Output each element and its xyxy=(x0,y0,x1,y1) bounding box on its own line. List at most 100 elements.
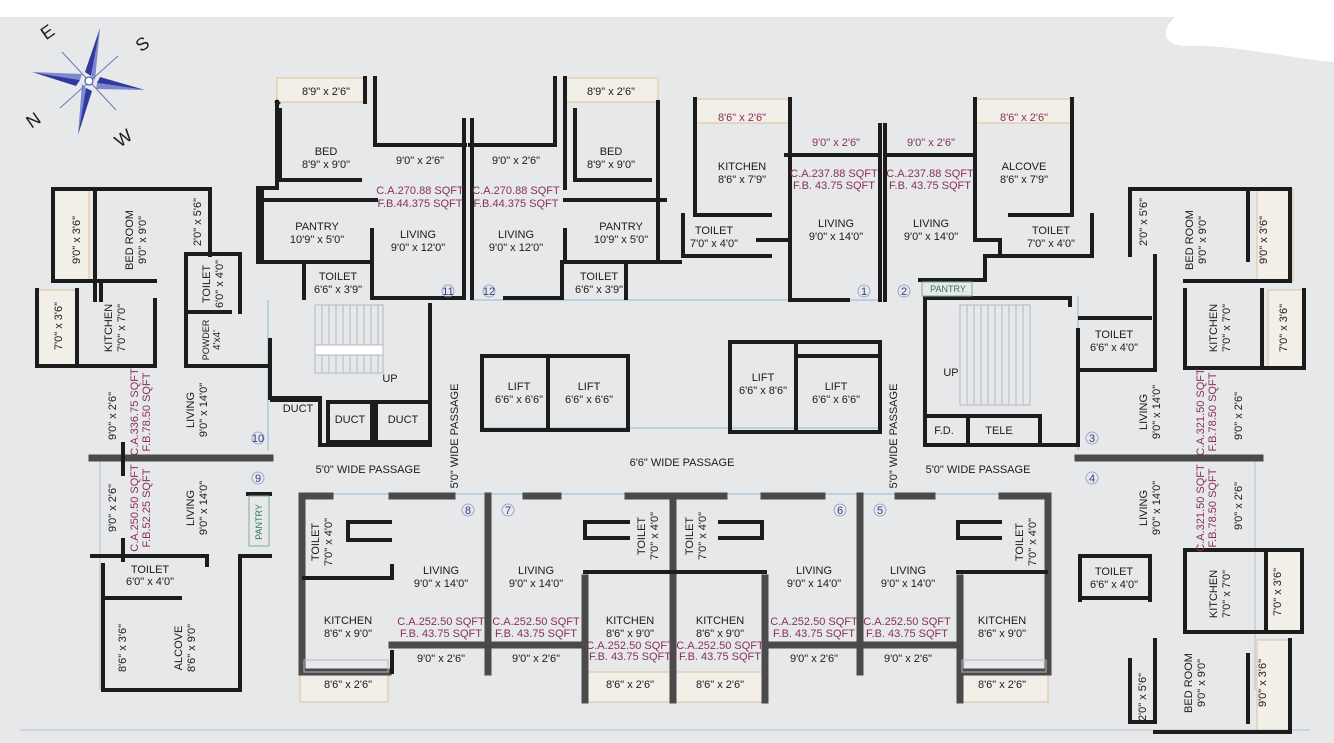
area-carpet-2: C.A.237.88 SQFT xyxy=(886,168,974,180)
label-toilet-11-dim: 6'6" x 3'9" xyxy=(314,284,362,296)
label-balcony-lw5: 9'0" x 2'6" xyxy=(107,484,119,532)
area-carpet-4: C.A.321.50 SQFT xyxy=(1195,464,1207,552)
area-carpet-11: C.A.270.88 SQFT xyxy=(376,185,464,197)
label-pantry-right: PANTRY xyxy=(930,284,966,294)
label-kitchen-6-dim: 8'6" x 9'0" xyxy=(696,628,744,640)
unit-number-4: 4 xyxy=(1089,473,1095,485)
label-living-2: LIVING xyxy=(913,218,949,230)
area-balcony-6b: F.B. 43.75 SQFT xyxy=(679,651,761,663)
unit-number-12: 12 xyxy=(483,286,495,298)
label-living-6: LIVING xyxy=(796,565,832,577)
label-alcove-9: ALCOVE xyxy=(173,626,185,671)
label-balcony-2: 9'0" x 2'6" xyxy=(907,137,955,149)
label-living-2-dim: 9'0" x 14'0" xyxy=(904,231,958,243)
label-living-1-dim: 9'0" x 14'0" xyxy=(809,231,863,243)
label-living-5: LIVING xyxy=(890,565,926,577)
label-toilet-8: TOILET xyxy=(310,523,322,562)
walls-flat-1 xyxy=(681,97,882,302)
label-passage-vertical-right: 5'0" WIDE PASSAGE xyxy=(888,384,900,489)
area-carpet-5: C.A.252.50 SQFT xyxy=(863,616,951,628)
label-balcony-rw5: 9'0" x 2'6" xyxy=(1233,482,1245,530)
label-balcony-5b: 8'6" x 2'6" xyxy=(978,679,1026,691)
area-balcony-4: F.B.78.50 SQFT xyxy=(1207,468,1219,547)
label-living-6-dim: 9'0" x 14'0" xyxy=(787,578,841,590)
area-carpet-7: C.A.252.50 SQFT xyxy=(492,616,580,628)
walls-flat-2 xyxy=(883,97,1094,302)
area-carpet-7b: C.A.252.50 SQFT xyxy=(586,640,674,652)
area-carpet-8: C.A.252.50 SQFT xyxy=(397,616,485,628)
label-kitchen-left: KITCHEN xyxy=(103,304,115,352)
label-bed-a: BED xyxy=(315,146,338,158)
unit-number-3: 3 xyxy=(1089,433,1095,445)
label-toilet-8-dim: 7'0" x 4'0" xyxy=(323,518,335,566)
area-balcony-7b: F.B. 43.75 SQFT xyxy=(589,651,671,663)
area-carpet-6: C.A.252.50 SQFT xyxy=(770,616,858,628)
label-living-5-dim: 9'0" x 14'0" xyxy=(881,578,935,590)
label-kitchen-3-dim: 7'0" x 7'0" xyxy=(1221,304,1233,352)
label-balcony-b: 8'9" x 2'6" xyxy=(587,86,635,98)
label-pantry-12: PANTRY xyxy=(599,221,643,233)
label-toilet-11: TOILET xyxy=(319,271,358,283)
label-balcony-rw3: 7'0" x 3'6" xyxy=(1278,304,1290,352)
label-toilet-12: TOILET xyxy=(580,271,619,283)
walls-flat-10 xyxy=(35,187,272,368)
label-balcony-8b: 8'6" x 2'6" xyxy=(324,679,372,691)
label-living-11: LIVING xyxy=(400,229,436,241)
label-balcony-8: 9'0" x 2'6" xyxy=(417,653,465,665)
unit-number-5: 5 xyxy=(877,505,883,517)
label-duct-1: DUCT xyxy=(283,403,314,415)
area-carpet-10: C.A.336.75 SQFT xyxy=(129,368,141,456)
label-balcony-5: 9'0" x 2'6" xyxy=(884,653,932,665)
label-balcony-6b: 8'6" x 2'6" xyxy=(696,679,744,691)
label-balcony-lw1: 9'0" x 3'6" xyxy=(71,216,83,264)
label-kitchen-5-dim: 8'6" x 9'0" xyxy=(978,628,1026,640)
walls-flat-3 xyxy=(1074,187,1306,462)
label-lift-1-dim: 6'6" x 6'6" xyxy=(495,394,543,406)
label-balcony-12: 9'0" x 2'6" xyxy=(492,155,540,167)
pantry-box-right xyxy=(921,281,973,297)
label-kitchen-7-dim: 8'6" x 9'0" xyxy=(606,628,654,640)
label-living-7: LIVING xyxy=(518,565,554,577)
area-carpet-9: C.A.250.50 SQFT xyxy=(129,464,141,552)
label-tele: TELE xyxy=(985,425,1013,437)
label-duct-3: DUCT xyxy=(388,414,419,426)
walls-core xyxy=(268,296,1080,447)
label-kitchen-4-dim: 7'0" x 7'0" xyxy=(1221,570,1233,618)
walls-bottom-flats xyxy=(298,492,1052,704)
label-bedroom-left: BED ROOM xyxy=(124,210,136,270)
label-bedroom-right-dim: 9'0" x 9'0" xyxy=(1197,216,1209,264)
unit-number-2: 2 xyxy=(901,286,907,298)
paper-curl xyxy=(1165,17,1334,62)
area-balcony-7: F.B. 43.75 SQFT xyxy=(495,628,577,640)
label-balcony-d: 8'6" x 2'6" xyxy=(1000,112,1048,124)
label-balcony-1: 9'0" x 2'6" xyxy=(812,137,860,149)
label-lift-4: LIFT xyxy=(825,381,848,393)
label-toilet-5: TOILET xyxy=(1014,523,1026,562)
label-living-4: LIVING xyxy=(1138,490,1150,526)
label-balcony-6: 9'0" x 2'6" xyxy=(790,653,838,665)
label-balcony-lw3: 7'0" x 3'6" xyxy=(53,302,65,350)
area-balcony-6: F.B. 43.75 SQFT xyxy=(773,628,855,640)
label-toilet-6: TOILET xyxy=(684,517,696,556)
walls-flat-4 xyxy=(1078,548,1304,734)
unit-number-8: 8 xyxy=(465,505,471,517)
label-bed-b: BED xyxy=(600,146,623,158)
area-balcony-12: F.B.44.375 SQFT xyxy=(474,198,559,210)
label-living-12: LIVING xyxy=(498,229,534,241)
area-balcony-2: F.B. 43.75 SQFT xyxy=(889,180,971,192)
label-living-3-dim: 9'0" x 14'0" xyxy=(1151,385,1163,439)
label-balcony-c: 8'6" x 2'6" xyxy=(718,112,766,124)
unit-number-11: 11 xyxy=(442,286,453,298)
label-lift-3-dim: 6'6" x 8'6" xyxy=(739,385,787,397)
label-bedroom-left-dim: 9'0" x 9'0" xyxy=(137,216,149,264)
label-toilet-9-dim: 6'0" x 4'0" xyxy=(126,576,174,588)
label-kitchen-4: KITCHEN xyxy=(1208,570,1220,618)
label-passage-center: 6'6" WIDE PASSAGE xyxy=(630,457,735,469)
label-kitchen-7: KITCHEN xyxy=(606,615,654,627)
compass-rose-icon xyxy=(32,28,145,135)
label-balcony-7b: 8'6" x 2'6" xyxy=(606,679,654,691)
label-toilet-7-dim: 7'0" x 4'0" xyxy=(649,512,661,560)
label-living-10-dim: 9'0" x 14'0" xyxy=(198,383,210,437)
label-passage-vertical-left: 5'0" WIDE PASSAGE xyxy=(449,384,461,489)
